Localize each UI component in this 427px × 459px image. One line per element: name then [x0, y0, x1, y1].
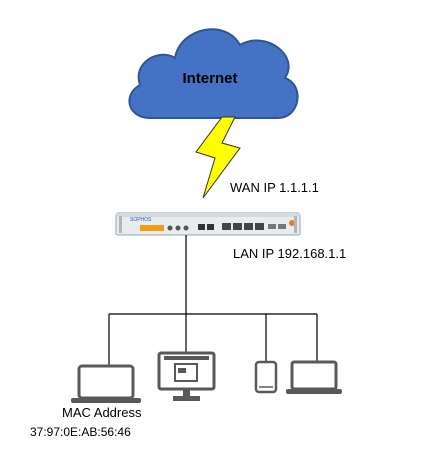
lightning-icon: [195, 116, 241, 199]
mac-address-title: MAC Address: [62, 405, 142, 420]
lan-ip-label: LAN IP 192.168.1.1: [233, 246, 347, 261]
brand-label: SOPHOS: [130, 217, 152, 223]
cloud-label: Internet: [182, 70, 238, 87]
laptop-icon: [286, 360, 342, 394]
network-lines: [108, 235, 318, 366]
cloud-icon: [128, 28, 299, 119]
laptop-icon: [71, 364, 141, 403]
desktop-monitor-icon: [157, 351, 216, 401]
mac-address-value: 37:97:0E:AB:56:46: [30, 425, 131, 439]
wan-ip-label: WAN IP 1.1.1.1: [230, 180, 319, 195]
firewall-appliance-icon: [115, 212, 301, 236]
phone-icon: [254, 360, 278, 394]
